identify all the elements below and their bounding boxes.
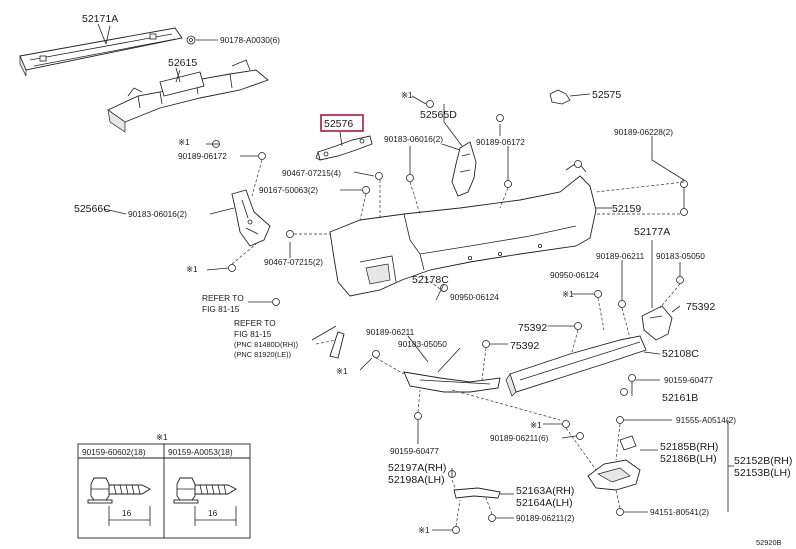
label-90189-06211-6[interactable]: 90189-06211(6) <box>490 433 549 443</box>
label-52575[interactable]: 52575 <box>592 89 621 101</box>
bolt-90178-drawing <box>186 35 218 45</box>
label-52197A[interactable]: 52197A(RH) <box>388 462 446 474</box>
star-mark-1: ※1 <box>401 90 413 100</box>
legend-title: ※1 <box>156 432 168 442</box>
fastener-52185B-drawing <box>619 435 637 451</box>
star-mark-7: ※1 <box>418 525 430 535</box>
label-90167-50063[interactable]: 90167-50063(2) <box>259 185 318 195</box>
assembly-dashed-lines <box>231 159 685 527</box>
label-52565D[interactable]: 52565D <box>420 109 457 121</box>
star-mark-2: ※1 <box>178 137 190 147</box>
label-90159-60477-b[interactable]: 90159-60477 <box>390 446 439 456</box>
label-90189-06172-b[interactable]: 90189-06172 <box>476 137 525 147</box>
leader-lines <box>97 23 734 531</box>
label-90183-05050-a[interactable]: 90183-05050 <box>656 251 705 261</box>
part-labels: 52171A 90178-A0030(6) 52615 52576 ※1 525… <box>74 13 792 547</box>
label-90178[interactable]: 90178-A0030(6) <box>220 35 280 45</box>
star-mark-3: ※1 <box>186 264 198 274</box>
label-90467-07215-4[interactable]: 90467-07215(4) <box>282 168 341 178</box>
label-90950-06124-b[interactable]: 90950-06124 <box>450 292 499 302</box>
label-90159-60477-a[interactable]: 90159-60477 <box>664 375 713 385</box>
refer-to-2-line4: (PNC 81920(LE)) <box>234 350 291 359</box>
refer-to-2-line2: FIG 81-15 <box>234 329 272 339</box>
label-52576[interactable]: 52576 <box>324 118 353 130</box>
star-mark-4: ※1 <box>562 289 574 299</box>
label-52198A[interactable]: 52198A(LH) <box>388 474 445 486</box>
refer-to-1-line2: FIG 81-15 <box>202 304 240 314</box>
label-52152B[interactable]: 52152B(RH) <box>734 455 792 467</box>
label-90189-06211-2[interactable]: 90189-06211(2) <box>516 513 575 523</box>
side-retainer-52177A-drawing <box>641 240 673 341</box>
star-mark-6: ※1 <box>530 420 542 430</box>
reference-bracket-drawing <box>329 331 345 359</box>
label-52108C[interactable]: 52108C <box>662 348 699 360</box>
refer-to-1-line1: REFER TO <box>202 293 244 303</box>
label-90189-06228[interactable]: 90189-06228(2) <box>614 127 673 137</box>
legend-right-part[interactable]: 90159-A0053(18) <box>168 447 233 457</box>
label-52178C[interactable]: 52178C <box>412 274 449 286</box>
label-52161B[interactable]: 52161B <box>662 392 698 404</box>
label-90189-06211-a[interactable]: 90189-06211 <box>596 251 645 261</box>
refer-to-2-line3: (PNC 81480D(RH)) <box>234 340 298 349</box>
label-90950-06124[interactable]: 90950-06124 <box>550 270 599 280</box>
bumper-cover-drawing <box>329 161 597 297</box>
label-52153B[interactable]: 52153B(LH) <box>734 467 791 479</box>
highlight-box-52576 <box>320 114 364 132</box>
label-52159[interactable]: 52159 <box>612 203 641 215</box>
label-75392-b[interactable]: 75392 <box>518 322 547 334</box>
refer-to-2-line1: REFER TO <box>234 318 276 328</box>
retainer-52565D-drawing <box>443 121 477 197</box>
reinforcement-bar-drawing <box>19 25 183 77</box>
clip-52575-drawing <box>549 89 591 105</box>
label-90467-07215-2[interactable]: 90467-07215(2) <box>264 257 323 267</box>
label-91555-A0514[interactable]: 91555-A0514(2) <box>676 415 736 425</box>
reflector-52152B-drawing <box>587 459 641 491</box>
legend-right-screw-icon <box>173 477 237 504</box>
energy-absorber-drawing <box>107 59 269 133</box>
legend-left-screw-icon <box>87 477 151 504</box>
bracket-52576-drawing <box>315 131 373 161</box>
label-90183-06016-b[interactable]: 90183-06016(2) <box>128 209 187 219</box>
label-52185B[interactable]: 52185B(RH) <box>660 441 718 453</box>
lower-garnish-drawing <box>403 371 501 393</box>
legend-right-dim: 16 <box>208 508 218 518</box>
label-94151-80541[interactable]: 94151-80541(2) <box>650 507 709 517</box>
legend-left-dim: 16 <box>122 508 132 518</box>
label-52566C[interactable]: 52566C <box>74 203 111 215</box>
diagram-id: 52920B <box>756 538 782 547</box>
label-52615[interactable]: 52615 <box>168 57 197 69</box>
label-52186B[interactable]: 52186B(LH) <box>660 453 717 465</box>
label-75392-a[interactable]: 75392 <box>686 301 715 313</box>
label-52164A[interactable]: 52164A(LH) <box>516 497 573 509</box>
lower-cover-52108C-drawing <box>505 335 647 397</box>
label-75392-c[interactable]: 75392 <box>510 340 539 352</box>
label-52171A[interactable]: 52171A <box>82 13 118 25</box>
label-90189-06172-a[interactable]: 90189-06172 <box>178 151 227 161</box>
bracket-52163A-drawing <box>453 487 501 499</box>
star-mark-5: ※1 <box>336 366 348 376</box>
label-90189-06211-b[interactable]: 90189-06211 <box>366 327 415 337</box>
legend-box: ※1 90159-60602(18) 90159-A0053(18) 16 <box>77 432 251 539</box>
label-52163A[interactable]: 52163A(RH) <box>516 485 574 497</box>
side-bracket-52566C-drawing <box>231 189 271 247</box>
label-90183-05050-b[interactable]: 90183-05050 <box>398 339 447 349</box>
fastener-set <box>212 100 688 534</box>
label-90183-06016-a[interactable]: 90183-06016(2) <box>384 134 443 144</box>
legend-left-part[interactable]: 90159-60602(18) <box>82 447 146 457</box>
label-52177A[interactable]: 52177A <box>634 226 670 238</box>
